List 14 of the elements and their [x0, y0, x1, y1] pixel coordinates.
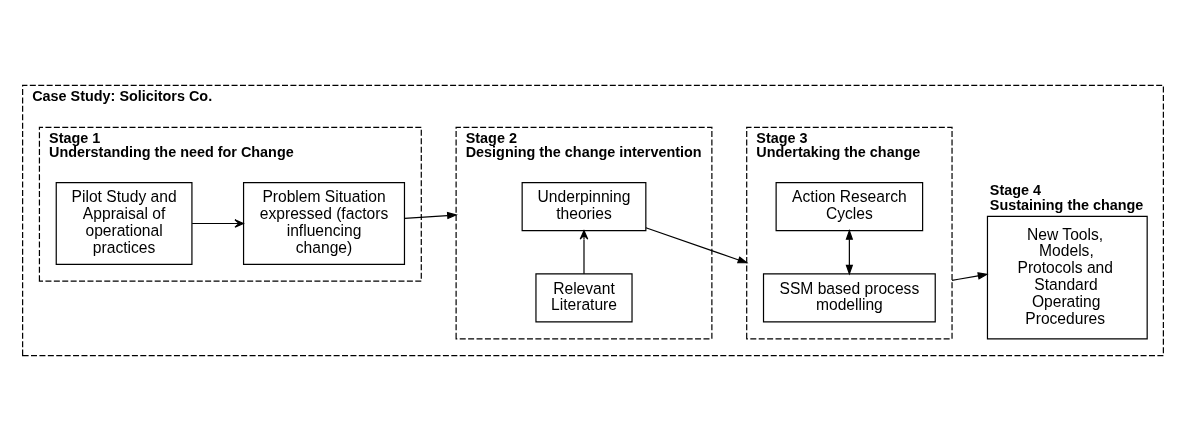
- arrow: [845, 228, 854, 276]
- node-box: New Tools, Models, Protocols and Standard Operating Procedures: [986, 215, 1148, 340]
- arrow: [951, 272, 989, 281]
- node-box: Pilot Study and Appraisal of operational practices: [55, 182, 193, 265]
- arrow: [579, 230, 589, 275]
- node-box: Relevant Literature: [535, 273, 633, 323]
- node-label: Stage 4: [989, 182, 1042, 199]
- node-box: SSM based process modelling: [762, 273, 936, 323]
- arrow: [645, 227, 749, 264]
- node-box: Action Research Cycles: [775, 182, 924, 232]
- node-box: Problem Situation expressed (factors influencing change): [242, 182, 406, 265]
- node-box: Underpinning theories: [521, 182, 647, 232]
- arrow: [191, 219, 244, 228]
- arrow: [404, 211, 458, 220]
